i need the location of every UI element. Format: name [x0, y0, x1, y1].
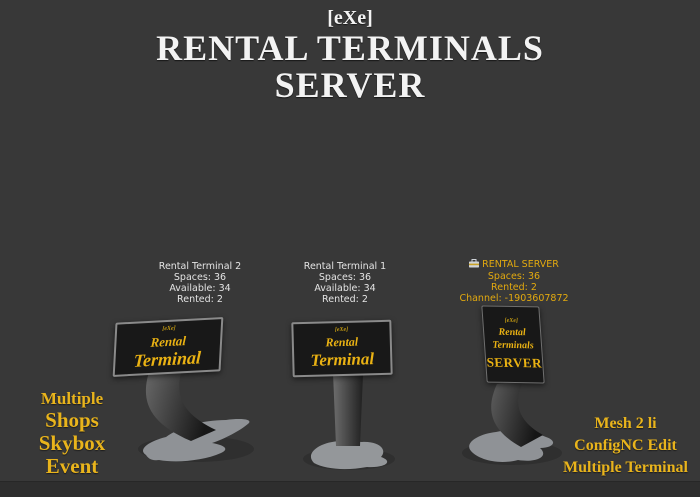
label-line: Mesh 2 li [594, 415, 657, 432]
briefcase-icon [469, 259, 480, 271]
screen-brand: [eXe] [334, 326, 349, 334]
screen-line-rental: Rental [498, 326, 527, 339]
screen-line-rental: Rental [325, 334, 359, 350]
hover-text-terminal-2: Rental Terminal 2 Spaces: 36 Available: … [130, 261, 270, 305]
features-label-left: Multiple Shops Skybox Event [12, 388, 132, 478]
float-line: Rented: 2 [491, 282, 537, 293]
terminal-screen-2[interactable]: [eXe] Rental Terminal [112, 317, 224, 377]
float-line: Channel: -1903607872 [459, 293, 569, 304]
label-line: Shops [45, 408, 99, 432]
label-line: ConfigNC Edit [574, 437, 677, 454]
features-label-right: Mesh 2 li ConfigNC Edit Multiple Termina… [551, 413, 700, 479]
server-terminal-screen[interactable]: [eXe] Rental Terminals SERVER [481, 305, 545, 384]
terminal-left-stand [138, 363, 254, 462]
float-line: Spaces: 36 [318, 272, 372, 283]
server-float-title: RENTAL SERVER [482, 259, 559, 270]
brand-tag: [eXe] [327, 7, 373, 29]
float-line: Rental Terminal 1 [303, 261, 387, 272]
screen-line-terminal: Terminal [310, 349, 375, 370]
page-title: [eXe] RENTAL TERMINALS SERVER [0, 6, 700, 104]
screen-line-terminals: Terminals [492, 339, 535, 352]
hover-text-server: RENTAL SERVER Spaces: 36 Rented: 2 Chann… [441, 259, 587, 304]
label-line: Event [45, 454, 99, 478]
terminal-right-stand [462, 381, 562, 465]
terminal-middle-stand [303, 372, 395, 470]
screen-line-terminal: Terminal [133, 346, 202, 371]
screen-brand: [eXe] [504, 317, 519, 325]
screen-line-server: SERVER [486, 354, 543, 371]
float-line: Rented: 2 [177, 294, 223, 305]
float-line: Spaces: 36 [487, 271, 541, 282]
label-line: Skybox [38, 431, 106, 455]
label-line: Multiple [40, 389, 104, 408]
server-float-title-row: RENTAL SERVER [441, 259, 587, 271]
float-line: Rented: 2 [322, 294, 368, 305]
float-line: Spaces: 36 [173, 272, 227, 283]
screen-brand: [eXe] [162, 325, 176, 332]
float-line: Available: 34 [169, 283, 231, 294]
title-line-1: RENTAL TERMINALS [156, 28, 544, 68]
label-line: Multiple Terminal [563, 459, 688, 476]
title-line-2: SERVER [274, 65, 426, 105]
float-line: Rental Terminal 2 [158, 261, 242, 272]
float-line: Available: 34 [314, 283, 376, 294]
hover-text-terminal-1: Rental Terminal 1 Spaces: 36 Available: … [275, 261, 415, 305]
floor-strip [0, 481, 700, 497]
terminal-screen-1[interactable]: [eXe] Rental Terminal [291, 319, 393, 378]
